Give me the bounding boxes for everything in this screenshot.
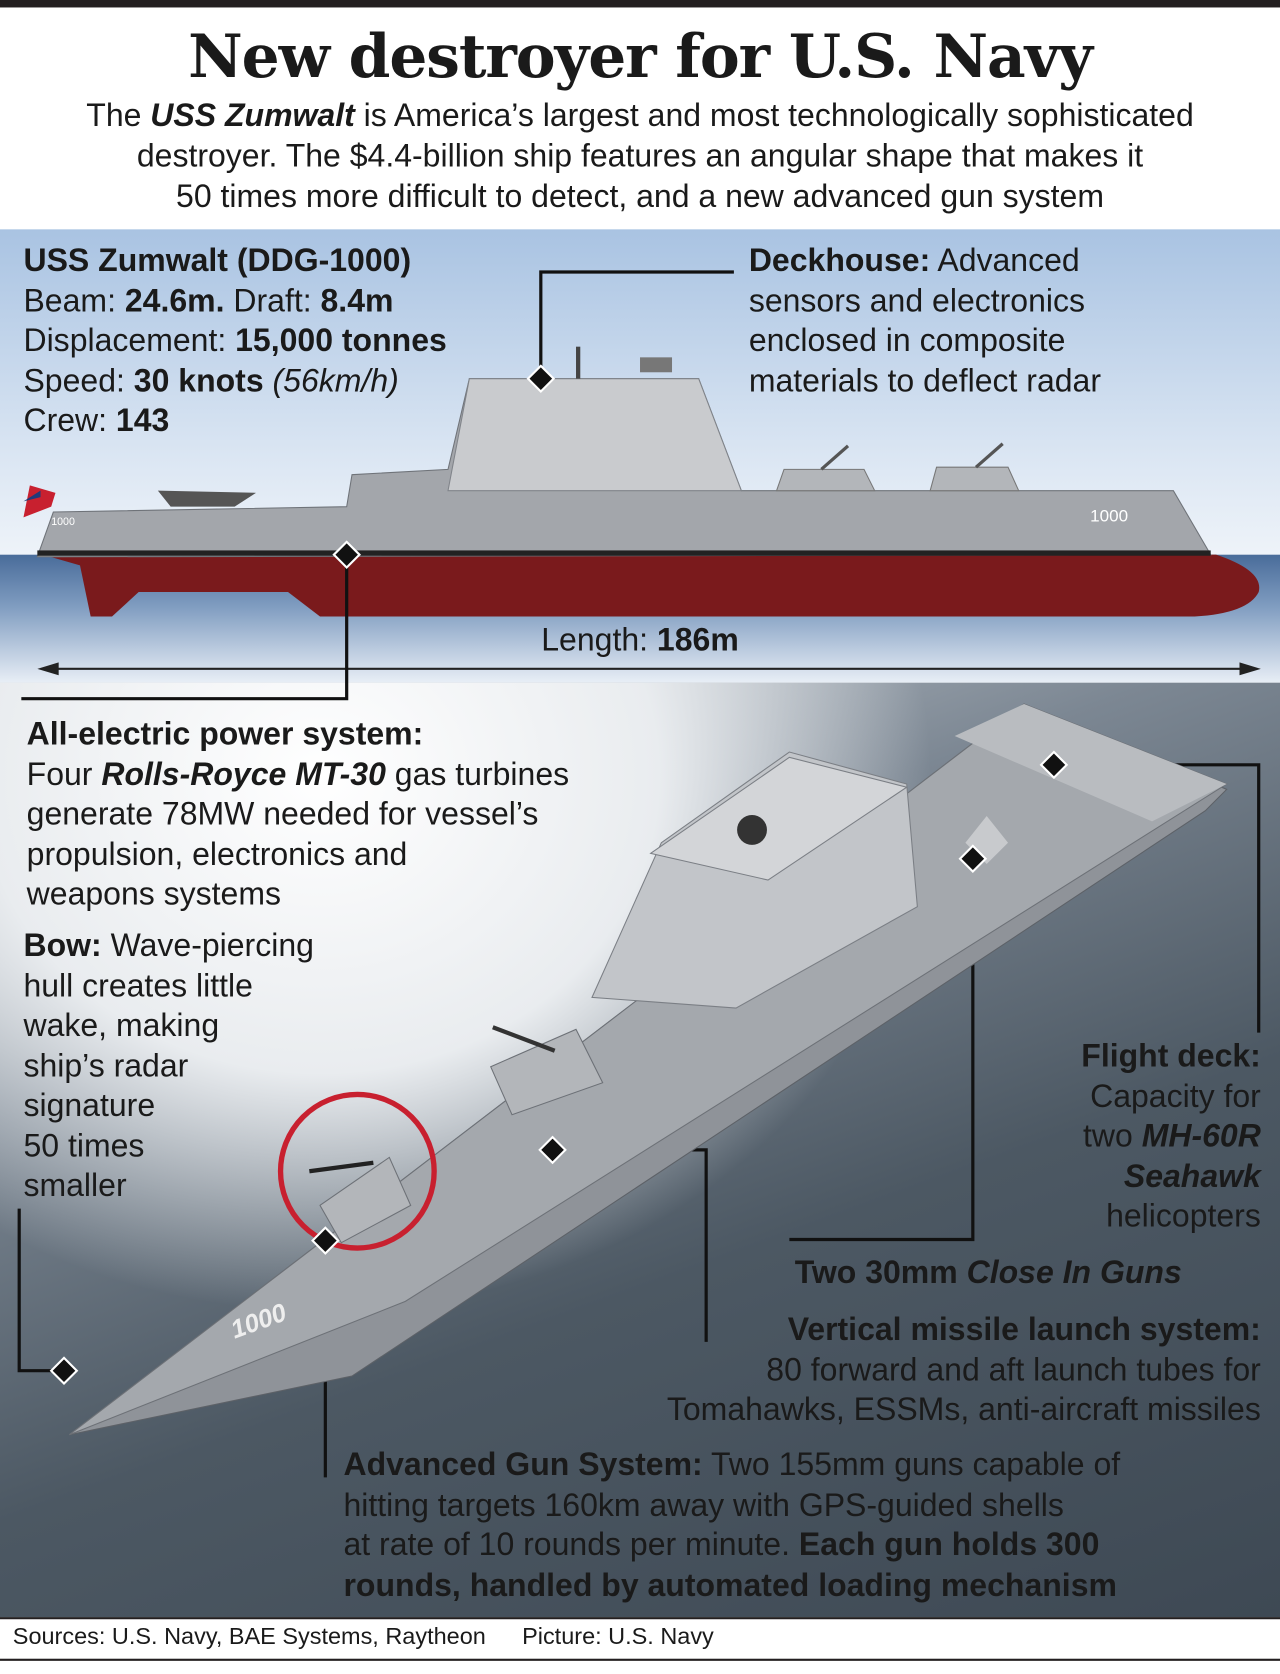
callout-heading: Deckhouse: [748, 243, 931, 279]
hull-number-side: 1000 [1090, 507, 1128, 526]
callout-text: Four [26, 756, 102, 793]
bottom-rule [0, 1658, 1280, 1661]
label: Beam: [23, 283, 125, 319]
subtitle-text: 50 times more difficult to detect, and a… [176, 179, 1105, 215]
callout-heading: Vertical missile launch system: [787, 1312, 1261, 1348]
callout-text: Wave-piercing [101, 928, 314, 964]
hull-red [42, 554, 1260, 617]
callout-text: Capacity for [1090, 1078, 1261, 1115]
displacement-value: 15,000 tonnes [235, 323, 447, 359]
subtitle-text: The [86, 98, 151, 134]
highlight-circle [277, 1091, 437, 1251]
deckhouse-callout: Deckhouse: Advanced sensors and electron… [749, 241, 1101, 401]
callout-heading: Bow: [23, 928, 102, 964]
callout-text: gas turbines [385, 756, 570, 793]
missile-launch-callout: Vertical missile launch system: 80 forwa… [576, 1310, 1261, 1430]
callout-heading: Two 30mm [794, 1255, 967, 1291]
gun-system-callout: Advanced Gun System: Two 155mm guns capa… [343, 1445, 1260, 1605]
callout-text: Tomahawks, ESSMs, anti-aircraft missiles [666, 1392, 1261, 1428]
callout-text-bold: Each gun holds 300 [798, 1527, 1100, 1563]
draft-value: 8.4m [320, 283, 394, 319]
label: Crew: [23, 403, 116, 439]
callout-text: signature [23, 1088, 156, 1124]
callout-heading: All-electric power system: [26, 716, 424, 753]
callout-heading: Advanced Gun System: [343, 1447, 703, 1483]
callout-text: Two 155mm guns capable of [702, 1447, 1121, 1483]
length-label: Length: 186m [0, 623, 1280, 659]
forward-gun-turret [319, 1156, 412, 1244]
turbine-model: Rolls-Royce MT-30 [101, 756, 386, 793]
close-in-guns-callout: Two 30mm Close In Guns [795, 1253, 1182, 1293]
callout-text: hull creates little [23, 968, 253, 1004]
callout-text: helicopters [1106, 1198, 1261, 1235]
subtitle: The USS Zumwalt is America’s largest and… [0, 96, 1280, 218]
callout-text: hitting targets 160km away with GPS-guid… [343, 1487, 1064, 1523]
callout-text: Advanced [930, 243, 1080, 279]
callout-heading: Close In Guns [966, 1255, 1182, 1291]
callout-text: smaller [23, 1168, 127, 1204]
aft-gun-turret [489, 1028, 604, 1116]
callout-text: propulsion, electronics and [26, 836, 408, 873]
callout-text: ship’s radar [23, 1048, 189, 1084]
top-rule [0, 0, 1280, 8]
label: Displacement: [23, 323, 236, 359]
footer: Sources: U.S. Navy, BAE Systems, Raytheo… [13, 1622, 750, 1650]
ship-specs: USS Zumwalt (DDG-1000) Beam: 24.6m. Draf… [23, 241, 446, 441]
page-title: New destroyer for U.S. Navy [188, 21, 1093, 92]
subtitle-text: destroyer. The $4.4-billion ship feature… [136, 138, 1144, 174]
power-callout: All-electric power system: Four Rolls-Ro… [27, 715, 569, 915]
deckhouse [447, 378, 743, 492]
callout-text: weapons systems [26, 876, 282, 913]
label: Length: [541, 622, 657, 659]
callout-text-bold: rounds, handled by automated loading mec… [343, 1567, 1117, 1603]
picture-credit: Picture: U.S. Navy [522, 1622, 714, 1650]
callout-text: enclosed in composite [748, 323, 1066, 359]
footer-rule [0, 1617, 1280, 1620]
flight-deck-callout: Flight deck: Capacity for two MH-60R Sea… [1003, 1037, 1261, 1237]
crew-value: 143 [115, 403, 170, 439]
callout-text: 80 forward and aft launch tubes for [766, 1352, 1261, 1388]
us-flag [23, 485, 56, 518]
bow-callout: Bow: Wave-piercing hull creates little w… [23, 926, 313, 1206]
subtitle-text: is America’s largest and most technologi… [354, 98, 1194, 134]
flight-deck [954, 704, 1227, 822]
waterline [37, 550, 1211, 556]
helicopter-model: Seahawk [1123, 1158, 1261, 1195]
speed-kmh: (56km/h) [263, 363, 399, 399]
isometric-ship: 1000 [69, 703, 1228, 1436]
callout-text: two [1083, 1118, 1142, 1155]
label: Draft: [224, 283, 321, 319]
ship-designation: USS Zumwalt (DDG-1000) [23, 243, 412, 279]
sources-credit: Sources: U.S. Navy, BAE Systems, Raytheo… [12, 1622, 486, 1650]
beam-value: 24.6m. [124, 283, 225, 319]
callout-text: 50 times [23, 1128, 145, 1164]
speed-value: 30 knots [133, 363, 264, 399]
callout-markers [49, 364, 1069, 1386]
callout-heading: Flight deck: [1081, 1038, 1261, 1075]
hull-number-stern: 1000 [51, 516, 75, 528]
callout-text: generate 78MW needed for vessel’s [26, 796, 539, 833]
ship-name: USS Zumwalt [150, 98, 355, 134]
label: Speed: [23, 363, 134, 399]
callout-text: at rate of 10 rounds per minute. [343, 1527, 799, 1563]
length-value: 186m [656, 622, 739, 659]
callout-text: wake, making [23, 1008, 220, 1044]
helicopter [157, 490, 257, 507]
callout-text: materials to deflect radar [748, 363, 1102, 399]
callout-text: sensors and electronics [748, 283, 1086, 319]
gun-turrets [775, 466, 1020, 492]
helicopter-model: MH-60R [1141, 1118, 1261, 1155]
